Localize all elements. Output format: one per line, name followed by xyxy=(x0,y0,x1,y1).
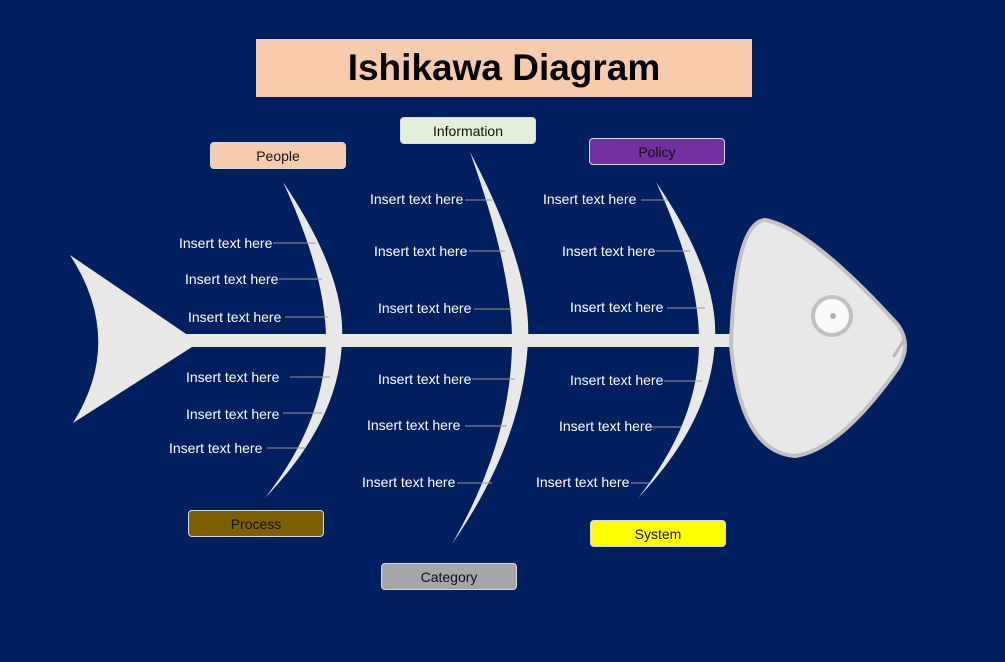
cause-text[interactable]: Insert text here xyxy=(378,300,472,316)
diagram-title: Ishikawa Diagram xyxy=(256,39,752,97)
category-policy[interactable]: Policy xyxy=(589,138,725,165)
category-process[interactable]: Process xyxy=(188,510,324,537)
connector-lines xyxy=(267,199,705,484)
fish-mouth xyxy=(892,338,906,358)
cause-text[interactable]: Insert text here xyxy=(169,440,263,456)
fish-head xyxy=(728,217,907,459)
cause-text[interactable]: Insert text here xyxy=(378,371,472,387)
cause-text[interactable]: Insert text here xyxy=(562,243,656,259)
cause-text[interactable]: Insert text here xyxy=(179,235,273,251)
bone-information-category xyxy=(452,152,529,544)
cause-text[interactable]: Insert text here xyxy=(185,271,279,287)
cause-text[interactable]: Insert text here xyxy=(559,418,653,434)
category-system[interactable]: System xyxy=(590,520,726,547)
cause-text[interactable]: Insert text here xyxy=(570,299,664,315)
cause-text[interactable]: Insert text here xyxy=(370,191,464,207)
fish-pupil xyxy=(830,313,836,319)
cause-text[interactable]: Insert text here xyxy=(186,369,280,385)
cause-text[interactable]: Insert text here xyxy=(188,309,282,325)
category-information[interactable]: Information xyxy=(400,117,536,144)
cause-text[interactable]: Insert text here xyxy=(570,372,664,388)
fish-tail xyxy=(70,255,192,423)
cause-text[interactable]: Insert text here xyxy=(374,243,468,259)
bone-policy-system xyxy=(638,182,716,498)
fish-spine xyxy=(185,334,740,347)
category-category[interactable]: Category xyxy=(381,563,517,590)
cause-text[interactable]: Insert text here xyxy=(362,474,456,490)
cause-text[interactable]: Insert text here xyxy=(367,417,461,433)
bone-people-process xyxy=(265,182,343,498)
cause-text[interactable]: Insert text here xyxy=(543,191,637,207)
category-people[interactable]: People xyxy=(210,142,346,169)
cause-text[interactable]: Insert text here xyxy=(186,406,280,422)
cause-text[interactable]: Insert text here xyxy=(536,474,630,490)
